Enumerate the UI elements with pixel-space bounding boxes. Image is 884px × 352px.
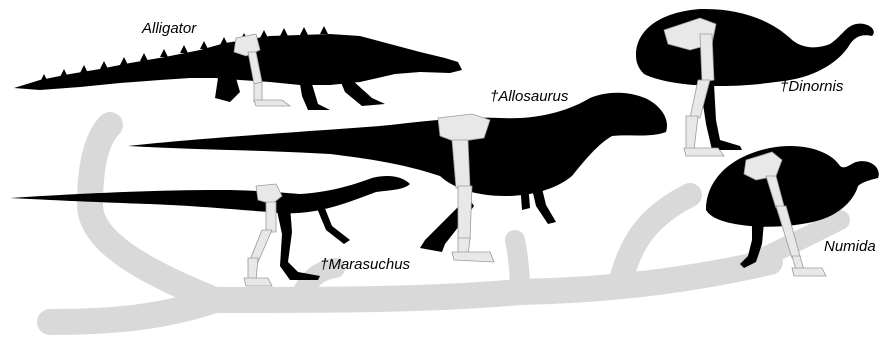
- tree-branch-avemetatarsalia: [215, 292, 520, 300]
- allosaurus-label: †Allosaurus: [490, 88, 568, 105]
- alligator-front-leg: [340, 80, 385, 106]
- marasuchus-body: [10, 176, 410, 213]
- marasuchus-label: †Marasuchus: [320, 256, 410, 273]
- marasuchus-arm: [316, 206, 350, 244]
- numida-silhouette: [706, 146, 879, 276]
- alligator-rear-leg: [215, 78, 240, 102]
- alligator-mid-leg: [300, 84, 330, 110]
- alligator-label: Alligator: [142, 20, 196, 37]
- numida-label: Numida: [824, 238, 876, 255]
- tree-branch-allosaurus: [515, 240, 520, 292]
- alligator-silhouette: [14, 26, 462, 110]
- dinornis-label: †Dinornis: [780, 78, 843, 95]
- dinornis-body: [636, 9, 874, 86]
- numida-body: [706, 146, 879, 227]
- tree-branch-crocodile: [90, 125, 215, 300]
